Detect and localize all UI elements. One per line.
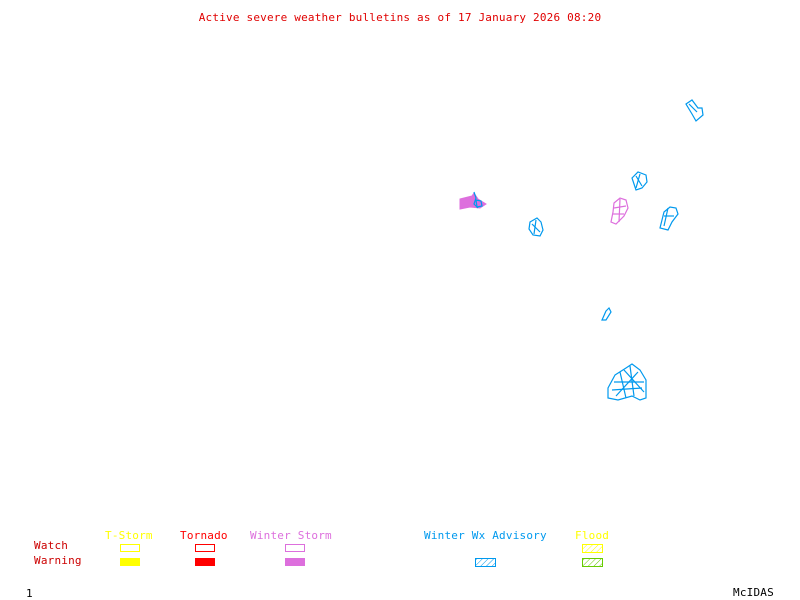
legend-row-watch: Watch — [34, 539, 69, 552]
region-winter-wx-advisory-far-northeast[interactable] — [685, 99, 704, 122]
legend-swatch-tstorm-watch — [120, 544, 140, 552]
region-winter-wx-advisory-west[interactable] — [473, 191, 483, 209]
legend-swatch-tornado-warning — [195, 558, 215, 566]
legend-row-warning: Warning — [34, 554, 82, 567]
legend-label-winter-storm: Winter Storm — [250, 529, 332, 542]
legend-swatch-tornado-watch — [195, 544, 215, 552]
legend-label-flood: Flood — [575, 529, 610, 542]
bulletin-title: Active severe weather bulletins as of 17… — [198, 11, 602, 24]
region-winter-wx-advisory-northeast[interactable] — [631, 171, 648, 191]
legend-label-winter-wx-advisory: Winter Wx Advisory — [424, 529, 547, 542]
legend-swatch-tstorm-warning — [120, 558, 140, 566]
legend-swatch-winter-storm-warning — [285, 558, 305, 566]
region-winter-storm-warning-west[interactable] — [459, 192, 487, 210]
frame-number: 1 — [26, 587, 33, 600]
region-winter-wx-advisory-central[interactable] — [528, 217, 544, 237]
region-winter-storm-northeast-central[interactable] — [610, 197, 629, 225]
region-winter-wx-advisory-south-small[interactable] — [601, 306, 612, 321]
legend-label-tstorm: T-Storm — [105, 529, 153, 542]
legend-label-tornado: Tornado — [180, 529, 228, 542]
region-winter-wx-advisory-southeast[interactable] — [607, 363, 647, 401]
legend-swatch-winter-storm-watch — [285, 544, 305, 552]
region-winter-wx-advisory-east[interactable] — [659, 206, 679, 231]
mcidas-brand: McIDAS — [733, 586, 774, 599]
